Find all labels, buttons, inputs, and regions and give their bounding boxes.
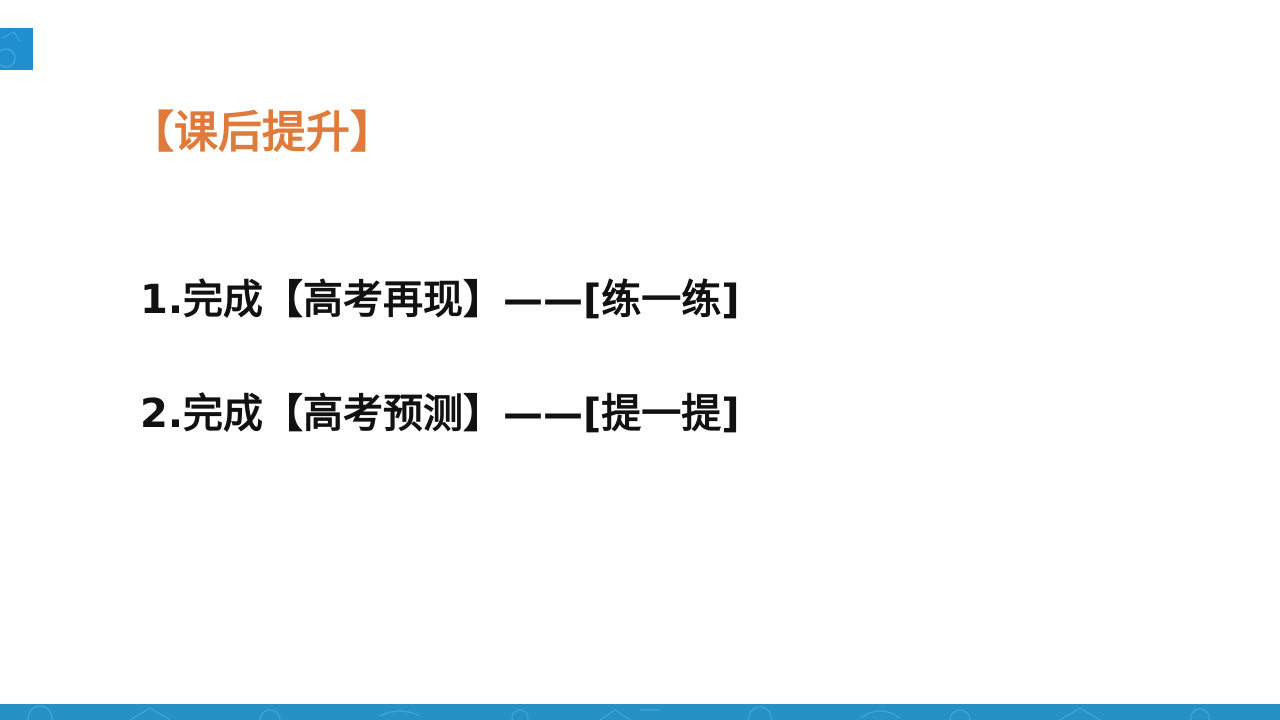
task-item-1: 1.完成【高考再现】——[练一练]	[140, 277, 740, 323]
section-title: 【课后提升】	[130, 107, 394, 158]
footer-pattern-icon	[27, 705, 1210, 720]
footer-bar	[0, 704, 1280, 720]
task-item-2: 2.完成【高考预测】——[提一提]	[140, 391, 740, 437]
corner-decoration-icon	[0, 28, 33, 70]
